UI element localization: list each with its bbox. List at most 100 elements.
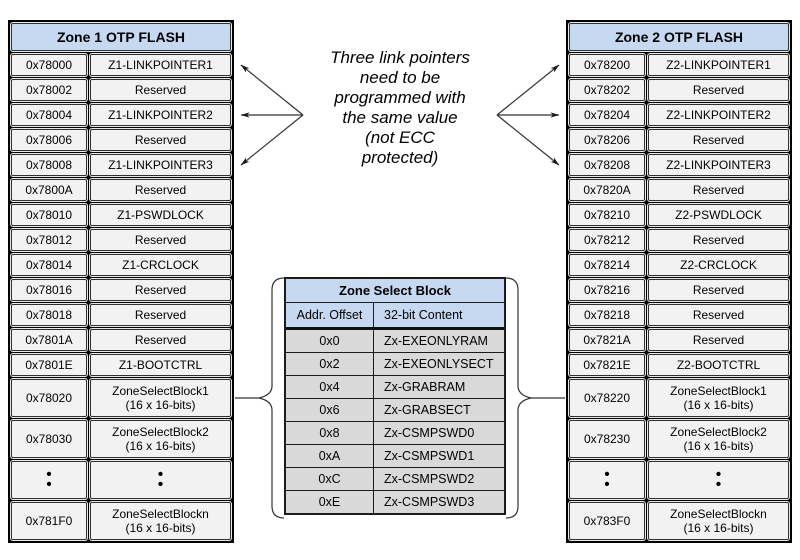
ellipsis-cell: • • — [90, 461, 231, 499]
memory-row: 0x78000 Z1-LINKPOINTER1 — [11, 54, 231, 76]
column-header-32bit-content: 32-bit Content — [384, 308, 463, 322]
content-cell: Z2-BOOTCTRL — [648, 354, 789, 376]
content-cell: Reserved — [648, 129, 789, 151]
content-cell: Z2-PSWDLOCK — [648, 204, 789, 226]
content-line: Reserved — [692, 283, 745, 297]
content-cell: Reserved — [90, 179, 231, 201]
content-subline: (16 x 16-bits) — [683, 439, 754, 453]
content-cell: Zx-EXEONLYSECT — [384, 357, 494, 371]
offset-cell: 0x2 — [286, 353, 374, 375]
content-line: Reserved — [134, 283, 187, 297]
content-line: Reserved — [692, 333, 745, 347]
address-cell: 0x781F0 — [11, 502, 87, 540]
content-subline: (16 x 16-bits) — [125, 398, 196, 412]
address-cell: 0x78206 — [569, 129, 645, 151]
content-subline: (16 x 16-bits) — [125, 439, 196, 453]
ellipsis-row: • •• • — [11, 461, 231, 499]
content-cell: Z1-PSWDLOCK — [90, 204, 231, 226]
content-line: Z1-LINKPOINTER2 — [108, 108, 213, 122]
address-cell: 0x7820A — [569, 179, 645, 201]
content-line: Z2-BOOTCTRL — [676, 358, 761, 372]
address-cell: 0x78210 — [569, 204, 645, 226]
content-line: Reserved — [134, 333, 187, 347]
offset-cell: 0xC — [286, 468, 374, 490]
content-cell: Z1-LINKPOINTER2 — [90, 104, 231, 126]
content-line: Z2-LINKPOINTER2 — [666, 108, 771, 122]
address-cell: 0x7821E — [569, 354, 645, 376]
content-line: Reserved — [692, 83, 745, 97]
address-cell: 0x78030 — [11, 420, 87, 458]
content-cell: Reserved — [90, 304, 231, 326]
content-line: Reserved — [692, 233, 745, 247]
content-cell: Reserved — [90, 229, 231, 251]
content-cell: ZoneSelectBlock1(16 x 16-bits) — [648, 379, 789, 417]
address-cell: 0x78218 — [569, 304, 645, 326]
content-cell: Z1-LINKPOINTER1 — [90, 54, 231, 76]
left-brace — [258, 277, 285, 519]
content-subline: (16 x 16-bits) — [683, 521, 754, 535]
offset-cell: 0xE — [286, 491, 374, 513]
content-cell: Z2-LINKPOINTER1 — [648, 54, 789, 76]
memory-row: 0x78218 Reserved — [569, 304, 789, 326]
content-line: Reserved — [692, 133, 745, 147]
content-line: Reserved — [134, 233, 187, 247]
content-cell: Zx-GRABSECT — [384, 403, 471, 417]
content-line: ZoneSelectBlock1 — [670, 384, 767, 398]
address-cell: 0x78214 — [569, 254, 645, 276]
content-line: Z1-LINKPOINTER1 — [108, 58, 213, 72]
content-line: Z1-CRCLOCK — [122, 258, 199, 272]
address-cell: 0x78216 — [569, 279, 645, 301]
content-line: Reserved — [134, 133, 187, 147]
content-cell: ZoneSelectBlockn(16 x 16-bits) — [90, 502, 231, 540]
offset-cell: 0x8 — [286, 422, 374, 444]
zone2-title: Zone 2 OTP FLASH — [569, 23, 789, 51]
content-line: Reserved — [692, 308, 745, 322]
address-cell: 0x78000 — [11, 54, 87, 76]
content-line: Z2-LINKPOINTER1 — [666, 58, 771, 72]
content-cell: Reserved — [648, 229, 789, 251]
zone-select-block-title: Zone Select Block — [286, 279, 504, 303]
zone-select-block-table: Zone Select Block Addr. Offset 32-bit Co… — [284, 277, 506, 515]
content-cell: Reserved — [90, 79, 231, 101]
select-row: 0x2 Zx-EXEONLYSECT — [286, 352, 504, 375]
zone-select-column-headers: Addr. Offset 32-bit Content — [286, 303, 504, 330]
offset-cell: 0x6 — [286, 399, 374, 421]
address-cell: 0x7821A — [569, 329, 645, 351]
content-line: Reserved — [134, 83, 187, 97]
content-cell: ZoneSelectBlock2(16 x 16-bits) — [90, 420, 231, 458]
memory-row: 0x78206 Reserved — [569, 129, 789, 151]
content-subline: (16 x 16-bits) — [125, 521, 196, 535]
content-cell: Reserved — [648, 179, 789, 201]
select-row: 0x6 Zx-GRABSECT — [286, 398, 504, 421]
memory-row: 0x7821E Z2-BOOTCTRL — [569, 354, 789, 376]
content-cell: Reserved — [648, 304, 789, 326]
content-line: Reserved — [134, 308, 187, 322]
content-line: Z1-LINKPOINTER3 — [108, 158, 213, 172]
ellipsis-cell: • • — [11, 461, 87, 499]
content-cell: Zx-CSMPSWD0 — [384, 426, 475, 440]
content-line: Reserved — [692, 183, 745, 197]
memory-row: 0x7821A Reserved — [569, 329, 789, 351]
address-cell: 0x7801A — [11, 329, 87, 351]
address-cell: 0x78204 — [569, 104, 645, 126]
address-cell: 0x78208 — [569, 154, 645, 176]
ellipsis-row: • •• • — [569, 461, 789, 499]
